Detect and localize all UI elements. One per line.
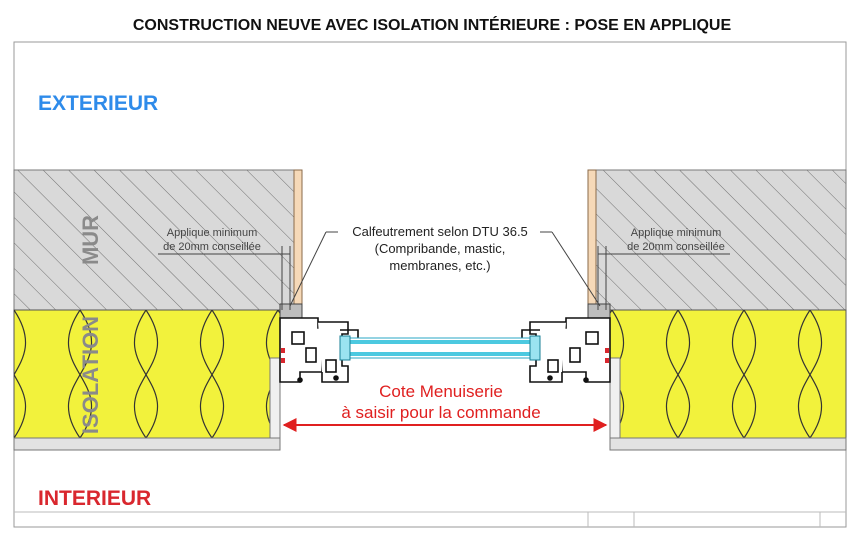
interior-label: INTERIEUR — [38, 487, 151, 510]
right-wall — [587, 169, 847, 311]
svg-text:Applique minimum: Applique minimum — [631, 227, 721, 239]
left-sealant — [279, 303, 303, 319]
svg-text:Calfeutrement selon DTU 36.5: Calfeutrement selon DTU 36.5 — [352, 224, 528, 239]
glazing — [339, 335, 541, 361]
svg-text:Applique minimum: Applique minimum — [167, 227, 257, 239]
svg-text:de 20mm conseillée: de 20mm conseillée — [627, 241, 725, 253]
left-insulation — [13, 309, 281, 451]
dimension-label-line1: Cote Menuiserie — [379, 382, 503, 401]
left-wall — [13, 169, 303, 311]
svg-text:membranes, etc.): membranes, etc.) — [389, 258, 490, 273]
dimension-label-line2: à saisir pour la commande — [341, 403, 540, 422]
dimension-annotation: Cote Menuiserie à saisir pour la command… — [282, 382, 608, 432]
left-window-frame — [279, 317, 359, 383]
diagram-title: CONSTRUCTION NEUVE AVEC ISOLATION INTÉRI… — [133, 15, 732, 34]
exterior-label: EXTERIEUR — [38, 92, 158, 115]
applique-right-annotation: Applique minimum de 20mm conseillée — [597, 227, 730, 310]
right-insulation — [609, 309, 847, 451]
svg-text:(Compribande, mastic,: (Compribande, mastic, — [375, 241, 506, 256]
insulation-label: ISOLATION — [78, 316, 103, 434]
svg-text:de 20mm conseillée: de 20mm conseillée — [163, 241, 261, 253]
wall-label: MUR — [78, 215, 103, 265]
applique-left-annotation: Applique minimum de 20mm conseillée — [158, 227, 291, 310]
sealing-annotation: Calfeutrement selon DTU 36.5 (Compriband… — [289, 218, 601, 307]
right-sealant — [587, 303, 611, 319]
